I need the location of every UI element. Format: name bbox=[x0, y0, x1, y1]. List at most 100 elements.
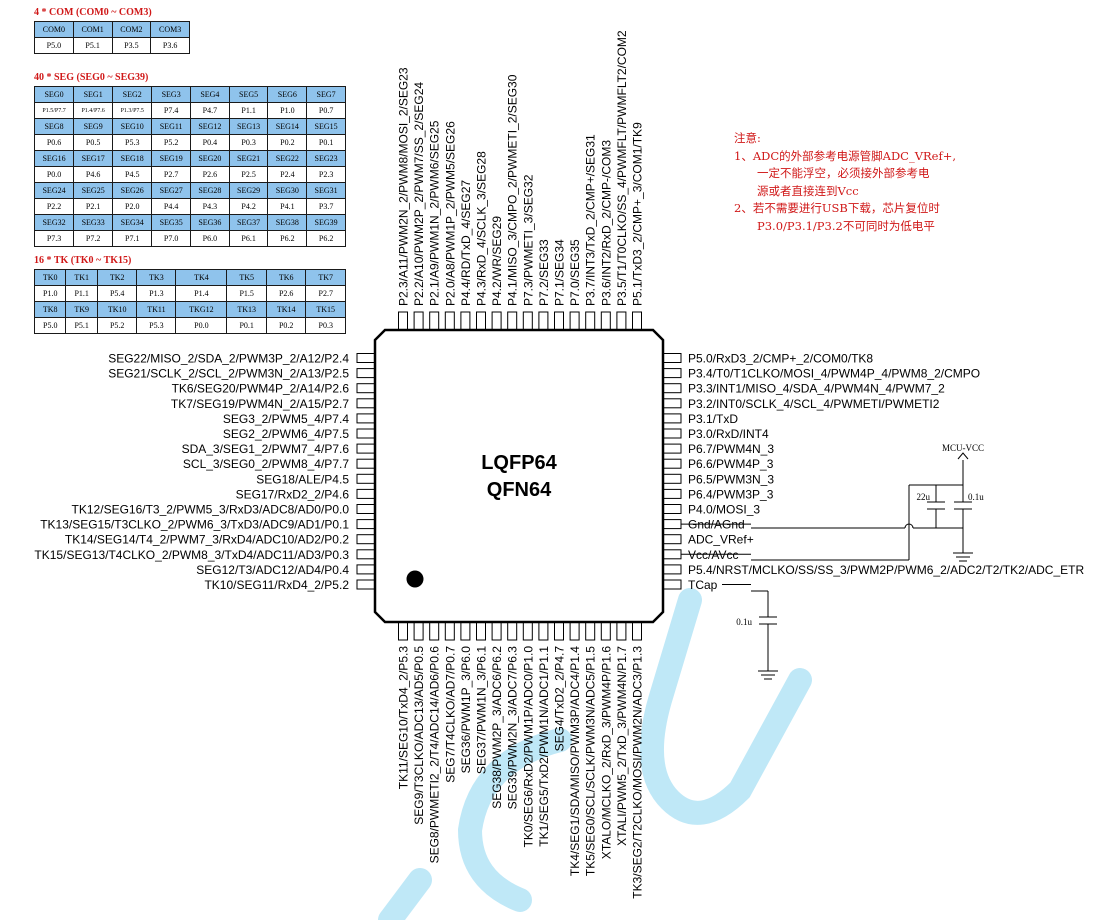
table-cell: P2.7 bbox=[305, 285, 346, 302]
pin-pad bbox=[356, 564, 376, 575]
table-cell: P0.0 bbox=[33, 166, 75, 183]
pin1-marker bbox=[406, 570, 424, 588]
pin-pad bbox=[662, 579, 682, 590]
pin-pad bbox=[585, 311, 596, 331]
table-cell: P1.4 bbox=[175, 285, 228, 302]
table-cell: P2.3 bbox=[306, 166, 346, 183]
pin-label: SEG18/ALE/P4.5 bbox=[256, 472, 349, 486]
pin-label: P4.3/RxD_4/SCLK_3/SEG28 bbox=[475, 151, 489, 306]
table-cell: SEG39 bbox=[306, 214, 346, 231]
pin-label: P7.2/SEG33 bbox=[537, 239, 551, 306]
table-cell: P2.6 bbox=[190, 166, 230, 183]
table-cell: SEG2 bbox=[112, 86, 153, 103]
table-cell: SEG24 bbox=[33, 182, 75, 199]
table-cell: P0.0 bbox=[175, 317, 228, 334]
pin-pad bbox=[476, 621, 486, 641]
pin-pad bbox=[413, 311, 424, 331]
table-cell: P6.2 bbox=[267, 230, 308, 247]
pin-label: TK3/SEG2/T2CLKO/MOSI/PWM2N/ADC3/P1.3 bbox=[631, 646, 645, 899]
table-cell: TK0 bbox=[33, 269, 67, 286]
table-cell: TK14 bbox=[265, 301, 307, 318]
pin-pad bbox=[522, 621, 533, 641]
pin-pad bbox=[569, 621, 580, 641]
pin-label: SEG22/MISO_2/SDA_2/PWM3P_2/A12/P2.4 bbox=[108, 352, 349, 366]
pin-label: XTALO/MCLKO_2/RxD_3/PWM4P/P1.6 bbox=[599, 646, 613, 860]
power-circuit bbox=[751, 452, 973, 680]
pin-label: TK10/SEG11/RxD4_2/P5.2 bbox=[204, 578, 349, 592]
pin-label: SEG36/PWM1P_3/P6.0 bbox=[459, 646, 473, 774]
pin-pad bbox=[662, 504, 682, 514]
table-cell: P4.4 bbox=[151, 198, 192, 215]
pin-pad bbox=[522, 311, 533, 331]
table-cell: P0.2 bbox=[267, 134, 308, 151]
pin-label: SEG21/SCLK_2/SCL_2/PWM3N_2/A13/P2.5 bbox=[108, 367, 349, 381]
pin-label: TK13/SEG15/T3CLKO_2/PWM6_3/TxD3/ADC9/AD1… bbox=[40, 518, 349, 532]
pin-pad bbox=[632, 621, 642, 641]
pin-label: SDA_3/SEG1_2/PWM7_4/P7.6 bbox=[182, 442, 350, 456]
pin-layer: 49SEG22/MISO_2/SDA_2/PWM3P_2/A12/P2.450S… bbox=[34, 30, 1084, 899]
table-cell: SEG17 bbox=[73, 150, 114, 167]
table-cell: SEG12 bbox=[190, 118, 230, 135]
pin-pad bbox=[460, 621, 471, 641]
tcap-cap-label: 0.1u bbox=[736, 617, 752, 627]
table-cell: P6.2 bbox=[306, 230, 346, 247]
note-line: P3.0/P3.1/P3.2不可同时为低电平 bbox=[757, 218, 935, 233]
table-cell: P0.3 bbox=[228, 134, 269, 151]
table-cell: P6.0 bbox=[190, 230, 230, 247]
pin-pad bbox=[356, 534, 376, 545]
pin-label: SEG4/TxD2_2/P4.7 bbox=[553, 646, 567, 752]
table-cell: SEG35 bbox=[151, 214, 192, 231]
table-cell: COM0 bbox=[34, 21, 74, 38]
table-cell: P0.1 bbox=[306, 134, 346, 151]
pin-pad bbox=[356, 383, 376, 394]
table-cell: TK9 bbox=[65, 301, 98, 318]
pin-pad bbox=[616, 621, 627, 641]
pin-label: P3.1/TxD bbox=[688, 412, 738, 426]
table-cell: TK11 bbox=[136, 301, 177, 318]
table-cell: TK6 bbox=[265, 269, 307, 286]
pin-pad bbox=[662, 413, 682, 424]
table-cell: SEG38 bbox=[267, 214, 308, 231]
pin-pad bbox=[600, 311, 611, 331]
pin-pad bbox=[662, 549, 682, 560]
pin-label: P6.4/PWM3P_3 bbox=[688, 487, 774, 501]
pin-pad bbox=[444, 311, 455, 331]
pin-pad bbox=[491, 621, 502, 641]
pin-pad bbox=[616, 311, 627, 331]
watermark bbox=[378, 588, 812, 920]
pin-label: P5.4/NRST/MCLKO/SS/SS_3/PWM2P/PWM6_2/ADC… bbox=[688, 563, 1084, 577]
pin-pad bbox=[429, 311, 440, 331]
pin-label: SEG12/T3/ADC12/AD4/P0.4 bbox=[196, 563, 349, 577]
pin-pad bbox=[356, 579, 376, 590]
package-label-qfn64: QFN64 bbox=[487, 479, 552, 501]
pin-label: P5.0/RxD3_2/CMP+_2/COM0/TK8 bbox=[688, 352, 873, 366]
pin-pad bbox=[507, 311, 518, 331]
pin-pad bbox=[356, 398, 376, 409]
pin-pad bbox=[662, 534, 682, 545]
pin-pad bbox=[662, 564, 682, 575]
pin-label: P6.6/PWM4P_3 bbox=[688, 457, 774, 471]
pin-pad bbox=[398, 621, 408, 641]
table-cell: P1.1 bbox=[65, 285, 98, 302]
pin-label: SEG38/PWM2P_3/ADC6/P6.2 bbox=[490, 646, 504, 809]
pin-pad bbox=[398, 311, 408, 331]
pin-pad bbox=[356, 504, 376, 514]
seg-table-title: 40 * SEG (SEG0 ~ SEG39) bbox=[34, 72, 149, 83]
table-cell: COM1 bbox=[72, 21, 113, 38]
table-cell: P2.1 bbox=[73, 198, 114, 215]
table-cell: P2.0 bbox=[112, 198, 153, 215]
pin-label: TK15/SEG13/T4CLKO_2/PWM8_3/TxD4/ADC11/AD… bbox=[34, 548, 349, 562]
pin-pad bbox=[662, 519, 682, 530]
cap-22u-label: 22u bbox=[917, 492, 931, 502]
table-cell: P7.1 bbox=[112, 230, 153, 247]
pin-label: P2.1/A9/PWM1N_2/PWM6/SEG25 bbox=[428, 120, 442, 306]
pin-pad bbox=[569, 311, 580, 331]
pin-label: P7.1/SEG34 bbox=[553, 239, 567, 306]
table-cell: SEG21 bbox=[228, 150, 269, 167]
tk-table-title: 16 * TK (TK0 ~ TK15) bbox=[34, 255, 132, 266]
pin-label: P6.5/PWM3N_3 bbox=[688, 472, 774, 486]
pin-pad bbox=[662, 473, 682, 484]
pin-pad bbox=[356, 428, 376, 439]
